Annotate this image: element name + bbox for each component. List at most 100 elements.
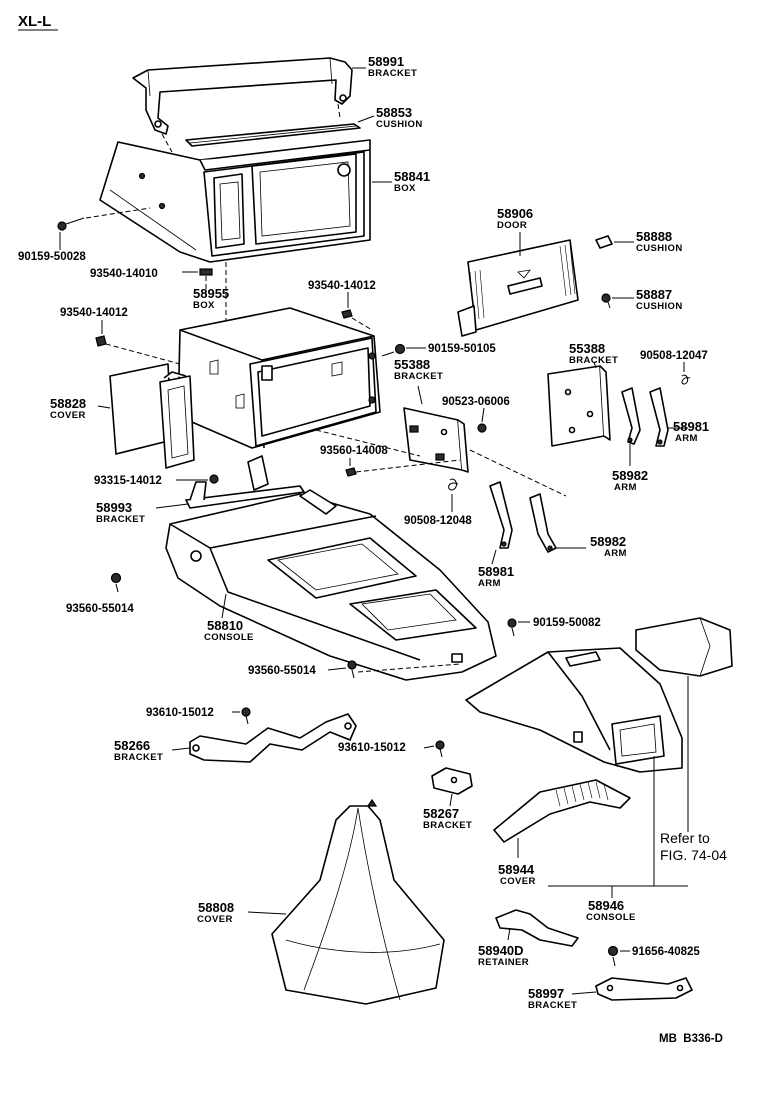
washer-90523-06006 — [477, 423, 487, 433]
bracket-55388-right-drawing — [547, 365, 611, 447]
knob-cap-drawing — [635, 617, 733, 677]
part-number-58828: 58828 — [50, 396, 86, 411]
arm-58981-middle-drawing — [489, 481, 513, 549]
part-name-58981-middle: ARM — [478, 578, 501, 589]
part-name-58982-right: ARM — [614, 482, 637, 493]
part-name-58997: BRACKET — [528, 1000, 577, 1011]
reference-text-line2: FIG. 74-04 — [660, 847, 727, 863]
part-number-58906: 58906 — [497, 206, 533, 221]
part-number-58808: 58808 — [198, 900, 234, 915]
screw-93610-15012-right — [435, 740, 445, 758]
screw-93540-14012-right — [341, 309, 373, 331]
cover-58944-drawing — [493, 779, 631, 843]
part-name-58808: COVER — [197, 914, 233, 925]
reference-text-line1: Refer to — [660, 830, 710, 846]
part-number-90159-50105: 90159-50105 — [428, 343, 496, 355]
cover-58828-drawing — [109, 363, 195, 469]
cushion-58853-drawing — [185, 123, 361, 147]
part-number-93560-55014-center: 93560-55014 — [248, 665, 316, 677]
drawing-code: MB B336-D — [659, 1033, 723, 1045]
part-number-90523-06006: 90523-06006 — [442, 396, 510, 408]
part-number-58981-right: 58981 — [673, 419, 709, 434]
screw-93540-14012-left — [95, 335, 181, 365]
part-name-58266: BRACKET — [114, 752, 163, 763]
part-number-58841: 58841 — [394, 169, 430, 184]
part-name-58841: BOX — [394, 183, 416, 194]
cushion-58888-drawing — [595, 235, 613, 249]
part-number-55388-right: 55388 — [569, 341, 605, 356]
screw-91656-40825 — [607, 945, 619, 967]
spring-90508-12047 — [681, 374, 691, 385]
spring-90508-12048 — [448, 478, 459, 491]
part-name-58993: BRACKET — [96, 514, 145, 525]
part-number-58982-right: 58982 — [612, 468, 648, 483]
part-number-90159-50082: 90159-50082 — [533, 617, 601, 629]
cover-58808-drawing — [271, 798, 445, 1005]
part-number-58267: 58267 — [423, 806, 459, 821]
screw-93315-14012 — [209, 474, 219, 484]
part-number-91656-40825: 91656-40825 — [632, 946, 700, 958]
screw-93540-14010 — [199, 262, 227, 356]
part-name-58946: CONSOLE — [586, 912, 636, 923]
screw-90159-50105 — [381, 343, 406, 357]
bracket-58267-drawing — [431, 767, 473, 795]
part-number-90508-12047: 90508-12047 — [640, 350, 708, 362]
part-number-58810: 58810 — [207, 618, 243, 633]
part-name-58810: CONSOLE — [204, 632, 254, 643]
arm-58982-right-drawing — [621, 387, 641, 445]
part-number-58853: 58853 — [376, 105, 412, 120]
part-number-55388-middle: 55388 — [394, 357, 430, 372]
part-number-58982-middle: 58982 — [590, 534, 626, 549]
console-58946-drawing — [465, 647, 683, 773]
part-name-58853: CUSHION — [376, 119, 423, 130]
arm-58982-middle-drawing — [529, 493, 557, 553]
part-number-58887: 58887 — [636, 287, 672, 302]
part-name-58940D: RETAINER — [478, 957, 529, 968]
part-number-93610-15012-left: 93610-15012 — [146, 707, 214, 719]
part-number-93540-14012-right: 93540-14012 — [308, 280, 376, 292]
part-number-93610-15012-right: 93610-15012 — [338, 742, 406, 754]
door-58906-drawing — [457, 239, 579, 337]
part-number-93315-14012: 93315-14012 — [94, 475, 162, 487]
part-name-58888: CUSHION — [636, 243, 683, 254]
bracket-58266-drawing — [189, 713, 357, 763]
part-number-90508-12048: 90508-12048 — [404, 515, 472, 527]
part-number-93540-14012-left: 93540-14012 — [60, 307, 128, 319]
screw-93560-14008 — [315, 429, 567, 497]
part-name-58991: BRACKET — [368, 68, 417, 79]
part-number-93560-55014-left: 93560-55014 — [66, 603, 134, 615]
bracket-58991-drawing — [132, 57, 353, 153]
part-number-58981-middle: 58981 — [478, 564, 514, 579]
cushion-58887-drawing — [601, 293, 611, 309]
part-number-58944: 58944 — [498, 862, 535, 877]
part-name-58944: COVER — [500, 876, 536, 887]
part-number-58993: 58993 — [96, 500, 132, 515]
part-number-93540-14010: 93540-14010 — [90, 268, 158, 280]
bracket-58993-drawing — [185, 455, 305, 509]
part-name-55388-middle: BRACKET — [394, 371, 443, 382]
part-name-58955: BOX — [193, 300, 215, 311]
part-number-93560-14008: 93560-14008 — [320, 445, 388, 457]
leader-58946 — [653, 676, 689, 886]
screw-93560-55014-left — [110, 572, 122, 593]
box-58955-drawing — [177, 307, 381, 449]
part-number-58955: 58955 — [193, 286, 229, 301]
bracket-58997-drawing — [595, 977, 693, 1001]
console-58810-drawing — [165, 489, 497, 681]
screw-90159-50028 — [57, 207, 151, 231]
part-number-58888: 58888 — [636, 229, 672, 244]
part-number-58997: 58997 — [528, 986, 564, 1001]
part-name-58982-middle: ARM — [604, 548, 627, 559]
part-number-58940D: 58940D — [478, 943, 524, 958]
bracket-55388-middle-drawing — [403, 407, 469, 473]
screw-93560-55014-center — [347, 660, 461, 679]
part-number-58946: 58946 — [588, 898, 624, 913]
screw-90159-50082 — [507, 618, 517, 637]
part-name-58906: DOOR — [497, 220, 527, 231]
box-58841-drawing — [99, 139, 371, 263]
screw-93610-15012-left — [241, 707, 251, 725]
part-name-58887: CUSHION — [636, 301, 683, 312]
variant-label: XL-L — [18, 13, 51, 30]
